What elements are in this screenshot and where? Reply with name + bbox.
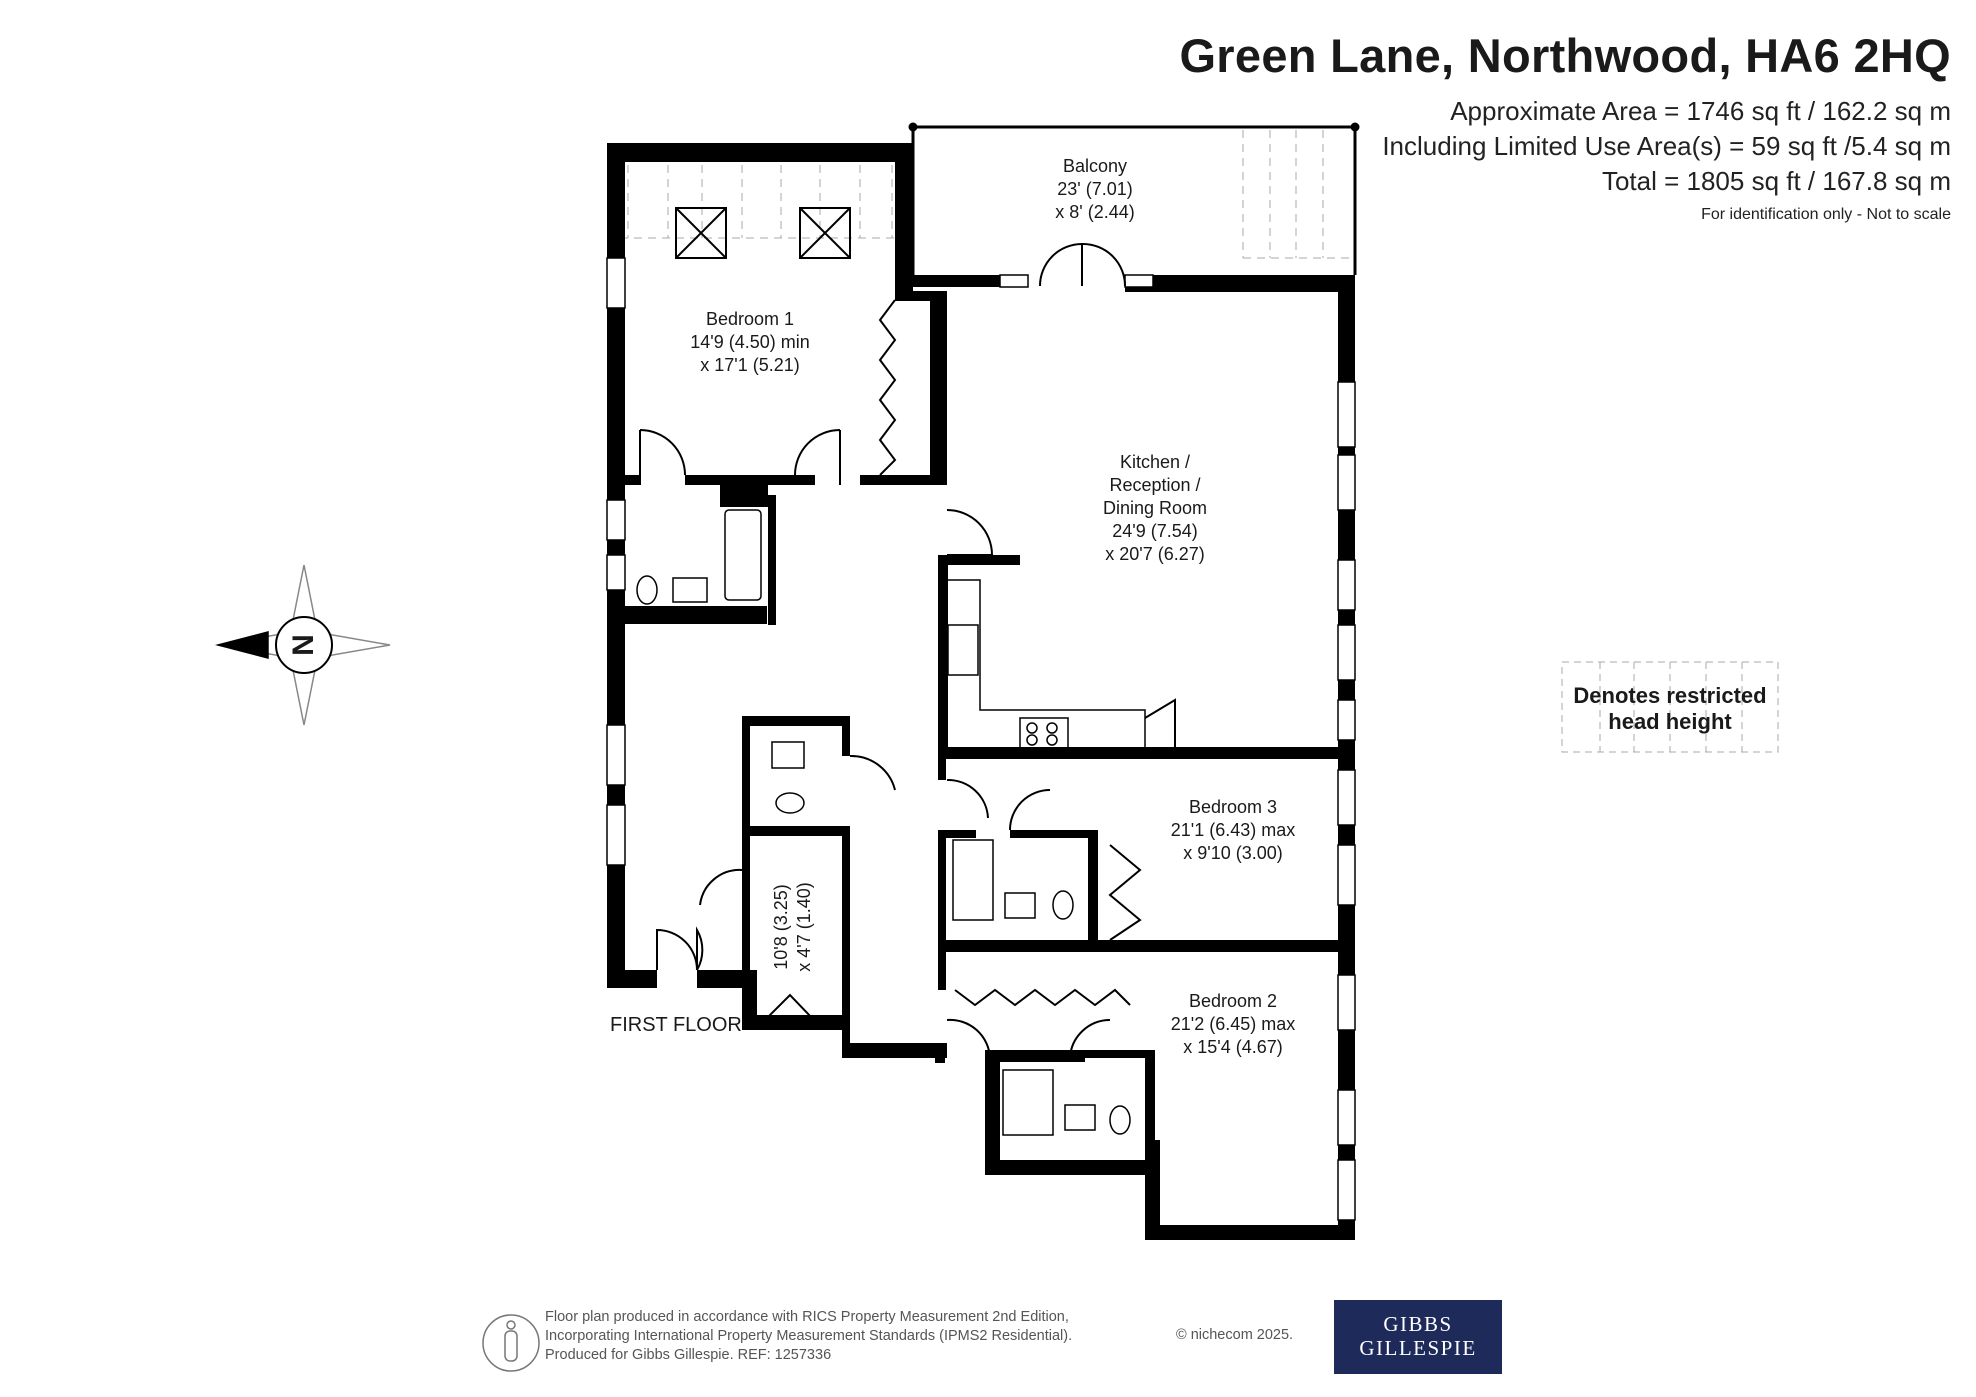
room-dimension: 10'8 (3.25)	[771, 884, 791, 970]
footer-line: Produced for Gibbs Gillespie. REF: 12573…	[545, 1347, 832, 1363]
footer-rics-note: Floor plan produced in accordance with R…	[545, 1308, 1072, 1365]
logo-line: GIBBS	[1383, 1312, 1453, 1336]
room-dimension: 23' (7.01)	[1057, 179, 1133, 199]
copyright-text: © nichecom 2025.	[1176, 1327, 1294, 1343]
fittings	[636, 509, 1146, 1136]
room-label-bedroom1: Bedroom 1 14'9 (4.50) min x 17'1 (5.21)	[670, 308, 830, 377]
floor-level-label: FIRST FLOOR	[610, 1014, 742, 1036]
room-dimension: 24'9 (7.54)	[1112, 521, 1198, 541]
legend-line: Denotes restricted	[1573, 683, 1767, 708]
total-area-text: Total = 1805 sq ft / 167.8 sq m	[1601, 166, 1951, 196]
restricted-height-legend-box	[1561, 661, 1779, 753]
legend-line: head height	[1608, 709, 1732, 734]
restricted-height-legend-text: Denotes restricted head height	[1562, 683, 1778, 735]
room-dimension: x 15'4 (4.67)	[1183, 1037, 1283, 1057]
restricted-height-zone-balcony	[1242, 130, 1350, 259]
room-label-store: 10'8 (3.25) x 4'7 (1.40)	[770, 862, 816, 992]
room-dimension: x 17'1 (5.21)	[700, 355, 800, 375]
room-name: Bedroom 1	[705, 309, 795, 329]
wardrobe-zigzags	[766, 299, 1142, 1019]
footer-line: Floor plan produced in accordance with R…	[545, 1309, 1069, 1325]
room-dimension: 21'1 (6.43) max	[1170, 820, 1296, 840]
room-dimension: x 20'7 (6.27)	[1105, 544, 1205, 564]
room-label-kitchen: Kitchen / Reception / Dining Room 24'9 (…	[1075, 451, 1235, 566]
room-dimension: x 9'10 (3.00)	[1183, 843, 1283, 863]
room-name: Balcony	[1062, 156, 1128, 176]
compass-rose	[215, 564, 391, 726]
room-dimension: x 8' (2.44)	[1055, 202, 1135, 222]
footer-line: Incorporating International Property Mea…	[545, 1328, 1073, 1344]
room-label-bedroom2: Bedroom 2 21'2 (6.45) max x 15'4 (4.67)	[1153, 990, 1313, 1059]
room-dimension: 14'9 (4.50) min	[690, 332, 810, 352]
property-address-title: Green Lane, Northwood, HA6 2HQ	[1179, 29, 1951, 82]
skylights	[675, 207, 851, 259]
room-label-bedroom3: Bedroom 3 21'1 (6.43) max x 9'10 (3.00)	[1153, 796, 1313, 865]
restricted-height-zone-bedroom1	[620, 165, 900, 239]
room-name: Bedroom 3	[1188, 797, 1278, 817]
doors	[639, 242, 1176, 1059]
compass-north-letter: N	[287, 634, 320, 656]
footer-person-icon	[482, 1314, 540, 1372]
room-label-balcony: Balcony 23' (7.01) x 8' (2.44)	[1010, 155, 1180, 224]
disclaimer-text: For identification only - Not to scale	[1701, 206, 1951, 223]
windows	[606, 257, 1356, 1221]
room-name: Kitchen /	[1119, 452, 1191, 472]
logo-line: GILLESPIE	[1359, 1336, 1477, 1360]
room-name: Dining Room	[1102, 498, 1208, 518]
room-dimension: 21'2 (6.45) max	[1170, 1014, 1296, 1034]
limited-use-area-text: Including Limited Use Area(s) = 59 sq ft…	[1382, 131, 1951, 161]
room-name: Reception /	[1109, 475, 1201, 495]
gibbs-gillespie-logo: GIBBS GILLESPIE	[1334, 1300, 1502, 1374]
approximate-area-text: Approximate Area = 1746 sq ft / 162.2 sq…	[1450, 96, 1951, 126]
room-dimension: x 4'7 (1.40)	[794, 882, 814, 972]
room-name: Bedroom 2	[1188, 991, 1278, 1011]
